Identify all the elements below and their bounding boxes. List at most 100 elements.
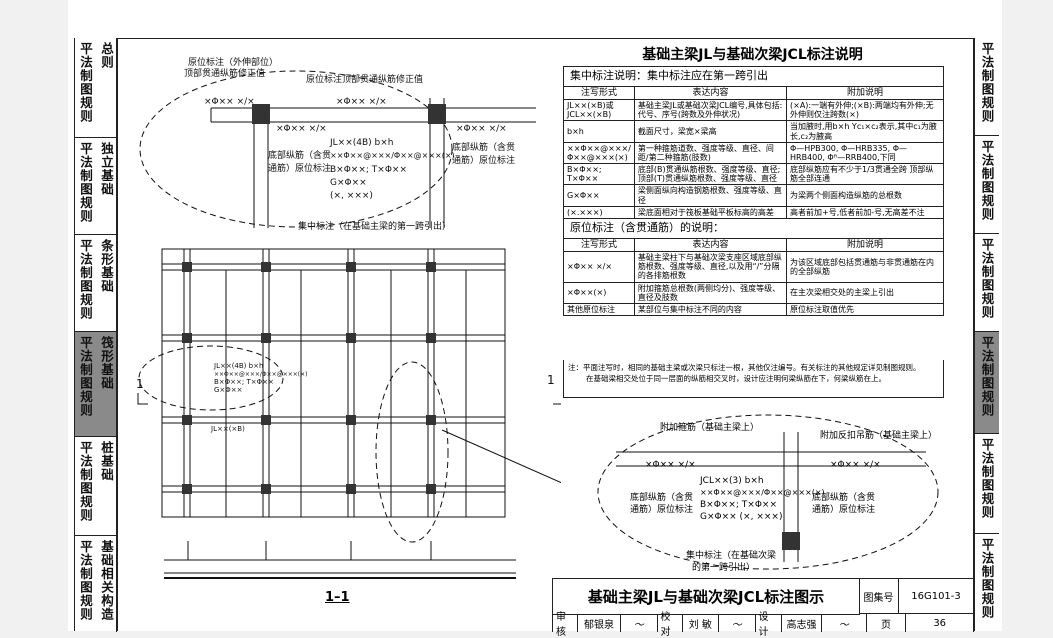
cell-content: 某部位与集中标注不同的内容: [634, 303, 786, 315]
table-footnote: 注：平面注写时，相同的基础主梁或次梁只标注一根，其他仅注编号。有关标注的其他规定…: [563, 360, 944, 398]
tab-label-b: 桩基础: [97, 441, 116, 535]
cell-content: 附加箍筋总根数(两侧均分)、强度等级、直径及肢数: [634, 282, 786, 303]
table-row: ×Φ×× ×/×基础主梁柱下与基础次梁支座区域底部纵筋根数、强度等级、直径,以及…: [564, 252, 944, 283]
table-row: ××Φ××@×××/ Φ××@×××(×)第一种箍筋道数、强度等级、直径、间距/…: [564, 142, 944, 163]
cell-form: JL××(×B)或 JCL××(×B): [564, 99, 635, 120]
label-orig-top: 原位标注顶部贯通纵筋修正值: [306, 73, 423, 85]
label-jl: JL××(×B): [210, 425, 245, 433]
lower-jcl-bar: ×Φ×× ×/×: [645, 460, 696, 470]
review-name: 郁银泉: [578, 614, 621, 632]
label-bottom-bar-right-a: 底部纵筋（含贯: [452, 141, 515, 153]
tab-raft-foundation[interactable]: 平法制图规则 筏形基础: [75, 332, 117, 437]
right-tab-label: 平法制图规则: [978, 140, 997, 233]
table-row: JL××(×B)或 JCL××(×B)基础主梁JL或基础次梁JCL编号,具体包括…: [564, 99, 944, 120]
right-tab-label: 平法制图规则: [978, 42, 997, 135]
label-bar-right: ×Φ×× ×/×: [456, 124, 507, 134]
design-label: 设计: [756, 614, 783, 632]
tab-strip-foundation[interactable]: 平法制图规则 条形基础: [75, 235, 117, 332]
cell-form: G×Φ××: [564, 185, 635, 206]
check-signature: 〜: [719, 614, 755, 632]
tab-label-a: 平法制图规则: [76, 441, 95, 535]
tab-label-b: 筏形基础: [97, 336, 116, 436]
table-row: G×Φ××梁侧面纵向构造钢筋根数、强度等级、直径为梁两个侧面构造纵筋的总根数: [564, 185, 944, 206]
tab-foundation-details[interactable]: 平法制图规则 基础相关构造: [75, 536, 117, 631]
table-row: ×Φ××(×)附加箍筋总根数(两侧均分)、强度等级、直径及肢数在主次梁相交处的主…: [564, 282, 944, 303]
lower-detail-hanger-label: 附加反扣吊筋（基础主梁上）: [820, 428, 937, 441]
tab-label-a: 平法制图规则: [76, 540, 95, 631]
plan-conc-2: ××Φ××@×××/Φ××@×××(×): [214, 371, 308, 378]
col-extra: 附加说明: [787, 86, 944, 99]
cell-extra: 底部纵筋应有不少于1/3贯通全跨 顶部纵筋全部连通: [787, 164, 944, 185]
label-conc-2: ××Φ××@×××/Φ××@×××(×): [330, 151, 455, 160]
concentrated-header: 集中标注说明：集中标注应在第一跨引出: [564, 67, 944, 87]
lower-detail-stirrup-label: 附加箍筋（基础主梁上）: [660, 420, 759, 433]
label-bar-mid: ×Φ×× ×/×: [276, 124, 327, 134]
atlas-number: 16G101-3: [899, 579, 973, 614]
cell-content: 底部(B)贯通纵筋根数、强度等级、直径;顶部(T)贯通纵筋根数、强度等级、直径: [634, 164, 786, 185]
cell-extra: 在主次梁相交处的主梁上引出: [787, 282, 944, 303]
label-conc-3: B×Φ××; T×Φ××: [330, 165, 407, 175]
right-tab-label: 平法制图规则: [978, 438, 997, 533]
label-conc-1: JL××(4B) b×h: [329, 138, 394, 148]
tab-pile-foundation[interactable]: 平法制图规则 桩基础: [75, 437, 117, 536]
beam-annotation-drawing: 原位标注（外伸部位） 顶部贯通纵筋修正值 原位标注顶部贯通纵筋修正值 ×Φ×× …: [116, 38, 561, 598]
cell-form: ×Φ××(×): [564, 282, 635, 303]
right-tab-3[interactable]: 平法制图规则: [975, 234, 999, 332]
lower-jcl-bar-right: ×Φ×× ×/×: [830, 460, 881, 470]
section-mark-left: 1: [136, 377, 144, 391]
right-tab-1[interactable]: 平法制图规则: [975, 38, 999, 136]
tab-label-b: 条形基础: [97, 239, 116, 331]
right-tab-4[interactable]: 平法制图规则: [975, 332, 999, 434]
right-tab-5[interactable]: 平法制图规则: [975, 434, 999, 534]
cell-form: ××Φ××@×××/ Φ××@×××(×): [564, 142, 635, 163]
label-conc-5: (×, ×××): [330, 191, 373, 201]
tab-label-b: 独立基础: [97, 142, 116, 234]
tab-label-a: 平法制图规则: [76, 42, 95, 137]
cell-content: 第一种箍筋道数、强度等级、直径、间距/第二种箍筋(肢数): [634, 142, 786, 163]
right-tab-6[interactable]: 平法制图规则: [975, 534, 999, 631]
label-orig-left-2: 顶部贯通纵筋修正值: [184, 67, 265, 79]
cell-form: B×Φ××; T×Φ××: [564, 164, 635, 185]
cell-extra: 当加腋时,用b×h Yc₁×c₂表示,其中c₁为腋长,c₂为腋高: [787, 121, 944, 142]
tab-label-a: 平法制图规则: [76, 142, 95, 234]
table-row: (×.×××)梁底面相对于筏板基础平板标高的高差高者前加+号,低者前加-号,无高…: [564, 206, 944, 218]
label-conc-note: 集中标注（在基础主梁的第一跨引出）: [298, 220, 451, 232]
title-block: 基础主梁JL与基础次梁JCL标注图示 图集号 16G101-3 审核 郁银泉 〜…: [552, 578, 973, 632]
col-content-2: 表达内容: [634, 238, 786, 251]
lower-jcl-1: JCL××(3) b×h: [700, 476, 764, 486]
label-bar-top: ×Φ×× ×/×: [336, 97, 387, 107]
label-bottom-bar-a: 底部纵筋（含贯: [268, 149, 331, 161]
table-row: 其他原位标注某部位与集中标注不同的内容原位标注取值优先: [564, 303, 944, 315]
cell-extra: 为该区域底部包括贯通筋与非贯通筋在内的全部纵筋: [787, 252, 944, 283]
label-bottom-bar-right-b: 通筋）原位标注: [452, 154, 515, 166]
col-form: 注写形式: [564, 86, 635, 99]
plan-conc-4: G×Φ××: [214, 386, 243, 394]
design-name: 高志强: [782, 614, 822, 632]
notes-table: 集中标注说明：集中标注应在第一跨引出 注写形式 表达内容 附加说明 JL××(×…: [563, 66, 944, 316]
lower-conc-note-b: 的第一跨引出）: [692, 560, 755, 573]
tab-general[interactable]: 平法制图规则 总则: [75, 38, 117, 138]
lower-jcl-4: G×Φ×× (×, ×××): [700, 512, 782, 522]
tab-isolated-foundation[interactable]: 平法制图规则 独立基础: [75, 138, 117, 235]
lower-jcl-2: ××Φ××@×××/Φ××@×××(×): [700, 488, 825, 497]
label-orig-left: 原位标注（外伸部位）: [188, 56, 278, 68]
review-label: 审核: [553, 614, 578, 632]
col-content: 表达内容: [634, 86, 786, 99]
section-mark-right: 1: [547, 373, 555, 387]
cell-extra: 原位标注取值优先: [787, 303, 944, 315]
right-index-tabs: 平法制图规则 平法制图规则 平法制图规则 平法制图规则 平法制图规则 平法制图规…: [974, 38, 999, 631]
cell-form: ×Φ×× ×/×: [564, 252, 635, 283]
tab-label-a: 平法制图规则: [76, 336, 95, 436]
atlas-label: 图集号: [859, 579, 899, 614]
detail-ellipse-plan-right: [376, 362, 448, 542]
notes-title: 基础主梁JL与基础次梁JCL标注说明: [560, 44, 945, 64]
cell-content: 梁底面相对于筏板基础平板标高的高差: [634, 206, 786, 218]
footnote-2: 在基础梁相交处位于同一层面的纵筋相交叉时，设计应注明何梁纵筋在下，何梁纵筋在上。: [568, 373, 939, 384]
detail-ellipse-top: [140, 71, 452, 227]
left-index-tabs: 平法制图规则 总则 平法制图规则 独立基础 平法制图规则 条形基础 平法制图规则…: [74, 38, 118, 631]
cell-extra: 高者前加+号,低者前加-号,无高差不注: [787, 206, 944, 218]
right-tab-label: 平法制图规则: [978, 336, 997, 433]
right-tab-2[interactable]: 平法制图规则: [975, 136, 999, 234]
signature-row: 审核 郁银泉 〜 校对 刘 敏 〜 设计 高志强 〜 页 36: [553, 614, 973, 632]
